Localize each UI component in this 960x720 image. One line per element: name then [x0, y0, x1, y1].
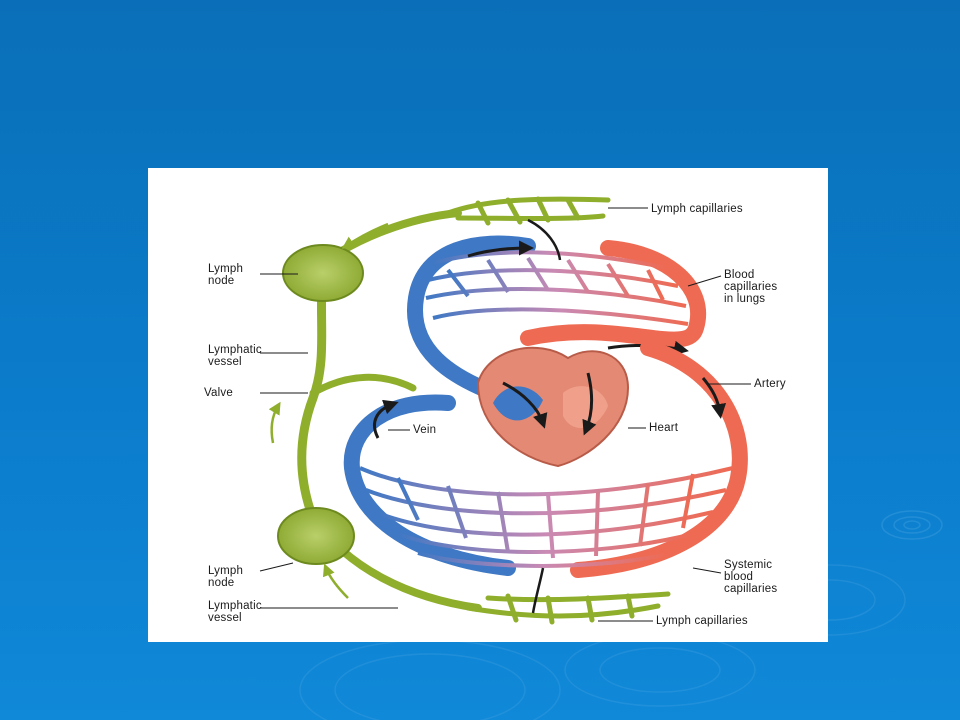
connector-top: [527, 218, 562, 261]
heart-flow-arrow-1: [502, 381, 548, 429]
heart-illustration: [476, 346, 630, 468]
diagram-artwork: [259, 196, 751, 625]
lymph-node-bottom: [277, 507, 355, 565]
label-lymphatic-vessel-top: Lymphatic vessel: [208, 344, 262, 368]
lymphatic-vessel-main: [297, 258, 328, 523]
lymphatic-vessel-side-branch: [309, 373, 417, 397]
lymph-flow-arrow-left: [268, 401, 281, 444]
pulmonary-vein-loop: [407, 235, 536, 406]
label-lymphatic-vessel-bottom: Lymphatic vessel: [208, 600, 262, 624]
label-blood-capillaries-lungs: Blood capillaries in lungs: [724, 269, 778, 305]
lung-capillary-mesh: [425, 250, 689, 326]
lymph-capillaries-bottom: [465, 591, 671, 625]
circulatory-lymphatic-diagram: Lymph capillaries Blood capillaries in l…: [148, 168, 828, 642]
label-lymph-capillaries-bottom: Lymph capillaries: [656, 615, 748, 627]
lung-flow-arrow-1: [467, 240, 534, 258]
pulmonary-artery-loop: [520, 240, 706, 348]
label-lymph-node-bottom: Lymph node: [208, 565, 244, 589]
systemic-flow-arrow-1: [373, 399, 399, 439]
lymph-flow-arrow-bottom: [322, 563, 349, 599]
label-heart: Heart: [649, 422, 679, 434]
label-lymph-node-top: Lymph node: [208, 263, 244, 287]
systemic-flow-arrow-2: [701, 377, 727, 419]
connector-bottom: [531, 567, 545, 614]
lymph-node-top: [282, 244, 364, 302]
lymph-capillaries-top: [445, 196, 611, 226]
label-valve: Valve: [204, 387, 233, 399]
label-leader-lines: [259, 207, 751, 622]
systemic-circuit: [343, 340, 748, 578]
lymph-flow-arrow-top: [341, 222, 389, 249]
label-vein: Vein: [413, 424, 437, 436]
lymphatic-system: [268, 196, 671, 625]
label-systemic-blood-capillaries: Systemic blood capillaries: [724, 559, 778, 595]
label-artery: Artery: [754, 378, 786, 390]
systemic-capillary-mesh: [359, 466, 734, 568]
pulmonary-circuit: [407, 235, 706, 406]
label-lymph-capillaries-top: Lymph capillaries: [651, 203, 743, 215]
heart-flow-arrow-2: [582, 372, 597, 436]
ripple-decoration-right: [881, 510, 943, 540]
